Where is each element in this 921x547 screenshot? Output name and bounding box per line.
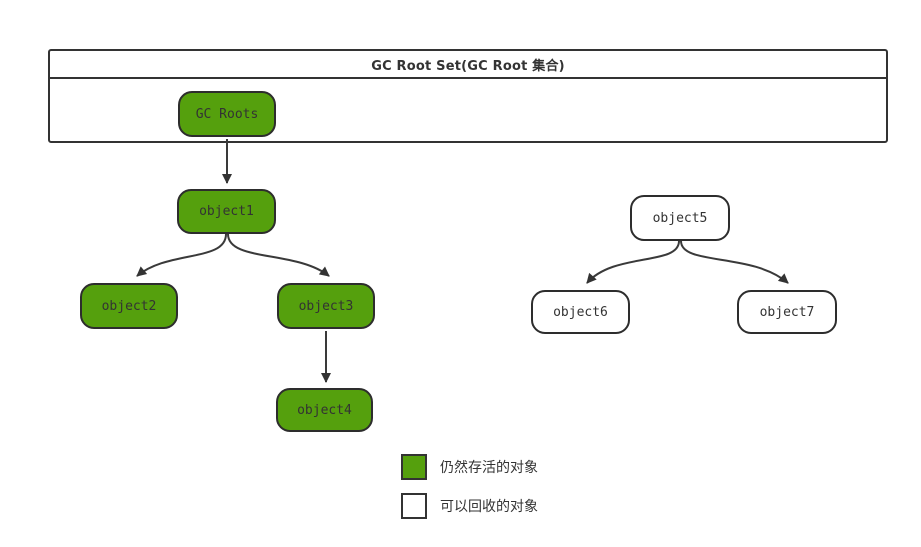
edge-object1-object2 bbox=[136, 233, 227, 277]
legend-row-alive: 仍然存活的对象 bbox=[401, 454, 538, 480]
node-object3: object3 bbox=[277, 283, 375, 329]
legend-label-alive: 仍然存活的对象 bbox=[440, 460, 538, 476]
legend-row-collectable: 可以回收的对象 bbox=[401, 493, 538, 519]
legend-swatch-alive-icon bbox=[401, 454, 427, 480]
edge-object5-object6 bbox=[586, 240, 680, 284]
edge-object5-object7 bbox=[680, 240, 789, 284]
node-object7: object7 bbox=[737, 290, 837, 334]
legend: 仍然存活的对象 可以回收的对象 bbox=[401, 454, 538, 519]
node-object2: object2 bbox=[80, 283, 178, 329]
node-object5: object5 bbox=[630, 195, 730, 241]
node-object4: object4 bbox=[276, 388, 373, 432]
legend-label-collectable: 可以回收的对象 bbox=[440, 499, 538, 515]
node-object1: object1 bbox=[177, 189, 276, 234]
node-object6: object6 bbox=[531, 290, 630, 334]
legend-swatch-collectable-icon bbox=[401, 493, 427, 519]
edge-object1-object3 bbox=[227, 233, 330, 277]
gc-root-set-title: GC Root Set(GC Root 集合) bbox=[50, 51, 886, 79]
node-gc-roots: GC Roots bbox=[178, 91, 276, 137]
